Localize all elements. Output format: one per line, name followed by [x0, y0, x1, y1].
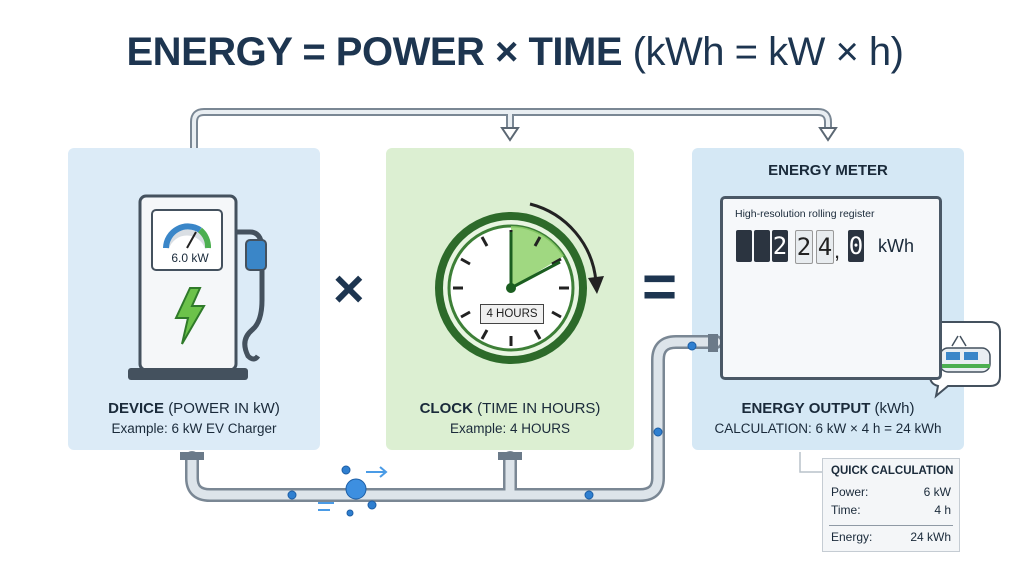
- register-unit: kWh: [878, 236, 914, 256]
- register-digit: 2: [772, 230, 788, 262]
- quick-row-value: 6 kW: [923, 485, 951, 499]
- device-heading-detail: (POWER IN kW): [168, 400, 280, 417]
- meter-heading-title: ENERGY OUTPUT: [741, 400, 871, 417]
- register-label: High-resolution rolling register: [735, 208, 875, 220]
- register-decimal: ,: [834, 238, 841, 263]
- meter-heading-detail: (kWh): [874, 400, 915, 417]
- register-digit: [736, 230, 752, 262]
- down-arrow-icon: [500, 127, 838, 142]
- train-icon: [929, 321, 1001, 399]
- device-heading: DEVICE (POWER IN kW): [68, 400, 320, 417]
- title-formula: (kWh = kW × h): [632, 30, 904, 74]
- quick-row-value: 4 h: [934, 503, 951, 517]
- page-title: ENERGY = POWER × TIME (kWh = kW × h): [0, 30, 1030, 75]
- register-digit-rolling: 0: [848, 230, 864, 262]
- quick-calculation-box: QUICK CALCULATION Power: 6 kW Time: 4 h …: [822, 458, 960, 552]
- clock-heading-detail: (TIME IN HOURS): [477, 400, 601, 417]
- register-digit: 4: [816, 230, 834, 264]
- gauge-readout: 6.0 kW: [171, 251, 209, 265]
- quick-row-key: Energy:: [831, 530, 873, 544]
- quick-calculation-title: QUICK CALCULATION: [831, 465, 954, 477]
- quick-row-value: 24 kWh: [910, 530, 951, 544]
- clock-icon: [435, 202, 604, 364]
- title-main: ENERGY = POWER × TIME: [126, 30, 623, 74]
- register-digit: [754, 230, 770, 262]
- quick-row-key: Power:: [831, 485, 869, 499]
- clock-hours-label: 4 HOURS: [480, 304, 544, 324]
- quick-row-key: Time:: [831, 503, 861, 517]
- multiply-symbol: ×: [333, 259, 365, 319]
- clock-example: Example: 4 HOURS: [449, 421, 571, 436]
- meter-screen: [720, 196, 942, 380]
- clock-heading: CLOCK (TIME IN HOURS): [386, 400, 634, 417]
- ev-charger-icon: [128, 194, 267, 380]
- register-digit: 2: [795, 230, 813, 264]
- device-heading-title: DEVICE: [108, 400, 165, 417]
- energy-flow-particles: [287, 341, 697, 517]
- device-example: Example: 6 kW EV Charger: [111, 421, 277, 436]
- meter-title: ENERGY METER: [768, 162, 888, 179]
- equals-symbol: =: [642, 253, 678, 320]
- meter-heading: ENERGY OUTPUT (kWh): [692, 400, 964, 417]
- bottom-flow-pipe: [185, 335, 723, 502]
- clock-heading-title: CLOCK: [419, 400, 473, 417]
- meter-calculation: CALCULATION: 6 kW × 4 h = 24 kWh: [714, 421, 942, 436]
- flow-arrow-icon: [318, 466, 388, 511]
- quick-divider: [829, 525, 953, 526]
